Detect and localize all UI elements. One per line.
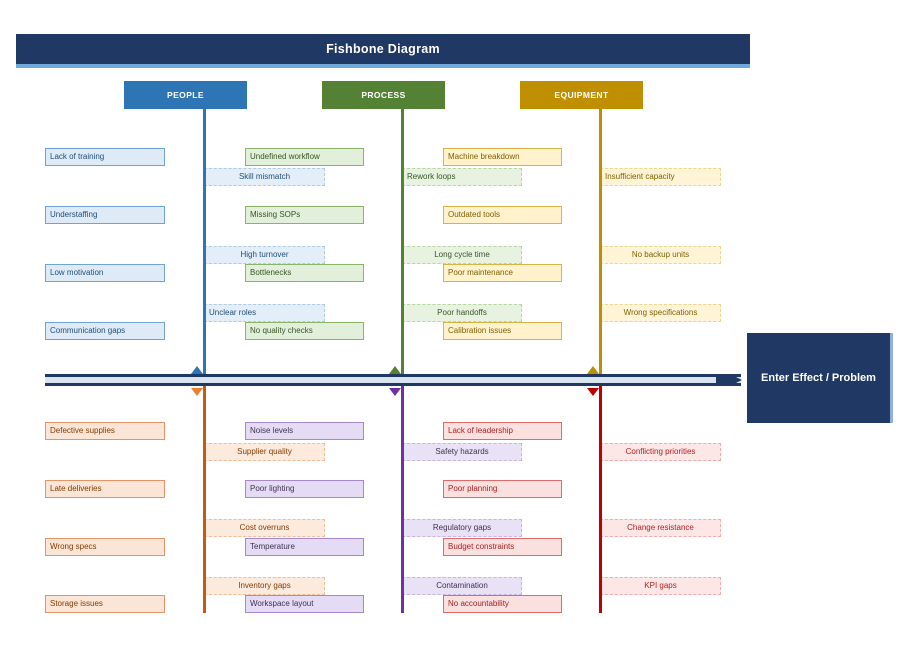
spine-line [45, 374, 741, 386]
cause-box[interactable]: Supplier quality [204, 443, 325, 461]
cause-box[interactable]: Rework loops [402, 168, 522, 186]
cause-box[interactable]: Temperature [245, 538, 364, 556]
cause-box[interactable]: High turnover [204, 246, 325, 264]
cause-box[interactable]: Poor planning [443, 480, 562, 498]
title-bar: Fishbone Diagram [16, 34, 750, 68]
cause-box[interactable]: Contamination [402, 577, 522, 595]
cause-box[interactable]: Undefined workflow [245, 148, 364, 166]
cause-box[interactable]: Poor handoffs [402, 304, 522, 322]
purple-branch-line [401, 386, 404, 613]
process-branch-line [401, 109, 404, 374]
cause-box[interactable]: Low motivation [45, 264, 165, 282]
cause-box[interactable]: Lack of training [45, 148, 165, 166]
cause-box[interactable]: Outdated tools [443, 206, 562, 224]
process-up-arrow-icon [389, 366, 401, 374]
cause-box[interactable]: Machine breakdown [443, 148, 562, 166]
cause-box[interactable]: Noise levels [245, 422, 364, 440]
cause-box[interactable]: Wrong specifications [600, 304, 721, 322]
category-header-process[interactable]: PROCESS [322, 81, 445, 109]
cause-box[interactable]: No quality checks [245, 322, 364, 340]
cause-box[interactable]: Conflicting priorities [600, 443, 721, 461]
cause-box[interactable]: Safety hazards [402, 443, 522, 461]
people-up-arrow-icon [191, 366, 203, 374]
page-title: Fishbone Diagram [326, 42, 440, 56]
cause-box[interactable]: Missing SOPs [245, 206, 364, 224]
cause-box[interactable]: Lack of leadership [443, 422, 562, 440]
orange-branch-line [203, 386, 206, 613]
cause-box[interactable]: Insufficient capacity [600, 168, 721, 186]
cause-box[interactable]: Regulatory gaps [402, 519, 522, 537]
cause-box[interactable]: Inventory gaps [204, 577, 325, 595]
orange-down-arrow-icon [191, 388, 203, 396]
cause-box[interactable]: Long cycle time [402, 246, 522, 264]
cause-box[interactable]: Cost overruns [204, 519, 325, 537]
category-header-equipment[interactable]: EQUIPMENT [520, 81, 643, 109]
cause-box[interactable]: Unclear roles [204, 304, 325, 322]
cause-box[interactable]: Storage issues [45, 595, 165, 613]
equipment-branch-line [599, 109, 602, 374]
cause-box[interactable]: Late deliveries [45, 480, 165, 498]
red-branch-line [599, 386, 602, 613]
cause-box[interactable]: No backup units [600, 246, 721, 264]
cause-box[interactable]: Budget constraints [443, 538, 562, 556]
cause-box[interactable]: Calibration issues [443, 322, 562, 340]
cause-box[interactable]: Wrong specs [45, 538, 165, 556]
cause-box[interactable]: No accountability [443, 595, 562, 613]
effect-box[interactable]: Enter Effect / Problem [747, 333, 893, 423]
spine-arrow-icon [732, 375, 742, 385]
cause-box[interactable]: Workspace layout [245, 595, 364, 613]
cause-box[interactable]: Defective supplies [45, 422, 165, 440]
cause-box[interactable]: Poor lighting [245, 480, 364, 498]
cause-box[interactable]: Communication gaps [45, 322, 165, 340]
cause-box[interactable]: Skill mismatch [204, 168, 325, 186]
people-branch-line [203, 109, 206, 374]
equipment-up-arrow-icon [587, 366, 599, 374]
red-down-arrow-icon [587, 388, 599, 396]
cause-box[interactable]: Bottlenecks [245, 264, 364, 282]
category-header-people[interactable]: PEOPLE [124, 81, 247, 109]
cause-box[interactable]: Change resistance [600, 519, 721, 537]
cause-box[interactable]: Poor maintenance [443, 264, 562, 282]
spine-arrow-stem [716, 377, 732, 383]
cause-box[interactable]: Understaffing [45, 206, 165, 224]
cause-box[interactable]: KPI gaps [600, 577, 721, 595]
purple-down-arrow-icon [389, 388, 401, 396]
